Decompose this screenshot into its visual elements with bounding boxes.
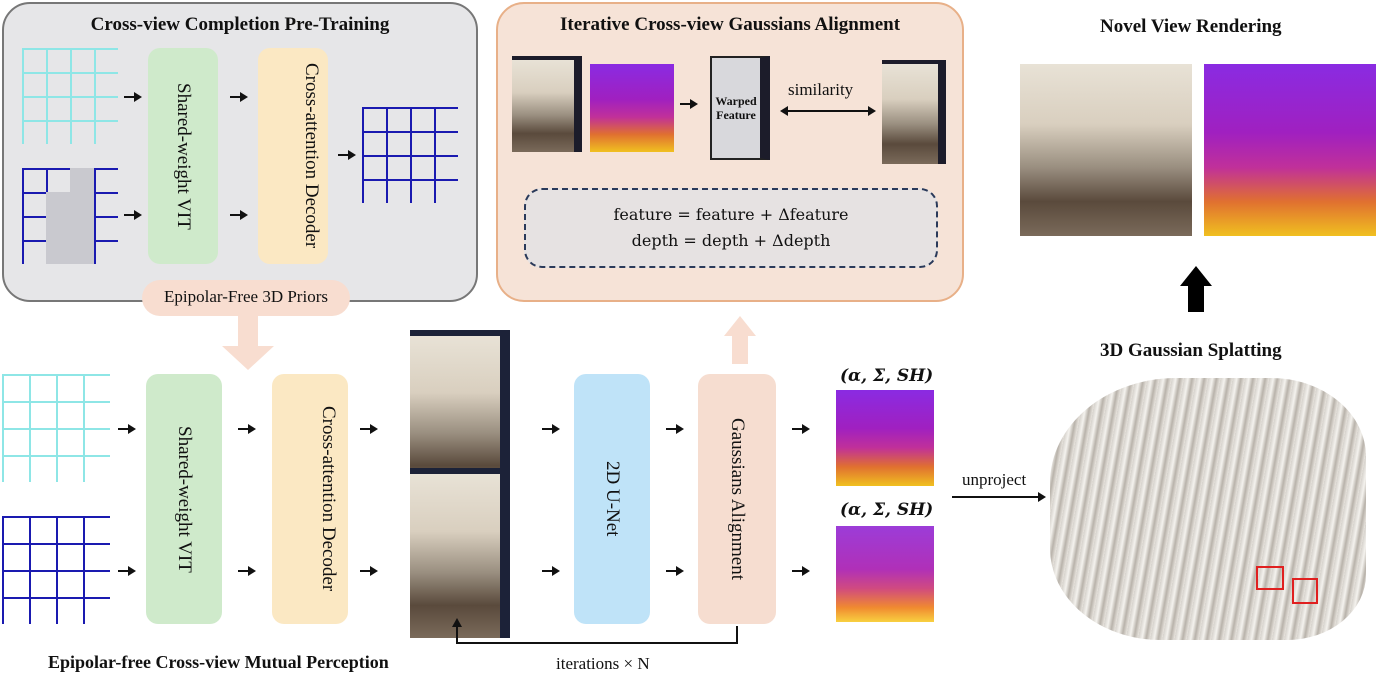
mp-encoder: Shared-weight VIT [146, 374, 222, 624]
gaussian-params-label-2: (α, Σ, SH) [840, 500, 934, 520]
alignment-up-arrow-shaft [732, 336, 748, 364]
feature-update-equation: feature = feature + Δfeature [613, 205, 849, 224]
gaussians-alignment-block: Gaussians Alignment [698, 374, 776, 624]
arrow-mp-11 [792, 424, 810, 434]
novel-view-rgb [1020, 64, 1192, 236]
gaussian-params-label-1: (α, Σ, SH) [840, 366, 934, 386]
arrow-align-1 [680, 99, 698, 109]
similarity-label: similarity [788, 80, 854, 99]
arrow-mp-1 [118, 424, 136, 434]
depth-map-1 [590, 64, 674, 152]
input-view-1 [2, 374, 110, 482]
arrow-mp-8 [542, 566, 560, 576]
feature-map-1 [512, 56, 582, 152]
update-equations-box [524, 188, 938, 268]
iteration-loop-head [452, 618, 462, 627]
priors-badge [142, 280, 350, 316]
priors-label: Epipolar-Free 3D Priors [164, 287, 328, 306]
render-up-arrow-shaft [1188, 284, 1204, 312]
unproject-arrow [952, 492, 1046, 502]
gaussians-alignment-label: Gaussians Alignment [726, 417, 748, 581]
gaussian-highlight-box-1 [1256, 566, 1284, 590]
arrow-pt-1 [124, 92, 142, 102]
arrow-mp-9 [666, 424, 684, 434]
arrow-pt-5 [338, 150, 356, 160]
arrow-mp-5 [360, 424, 378, 434]
masked-input-image-2 [22, 168, 118, 264]
unet-block: 2D U-Net [574, 374, 650, 624]
arrow-mp-3 [238, 424, 256, 434]
unet-label: 2D U-Net [601, 461, 623, 537]
render-up-arrow-head [1180, 266, 1212, 286]
warped-feature-label: Warped Feature [715, 93, 757, 122]
arrow-mp-4 [238, 566, 256, 576]
depth-update-equation: depth = depth + Δdepth [631, 231, 831, 250]
similarity-arrow-left-head [780, 106, 788, 116]
pretraining-decoder-label: Cross-attention Decoder [301, 63, 322, 249]
reconstructed-image [362, 107, 458, 203]
pretraining-encoder-label: Shared-weight VIT [172, 82, 194, 230]
arrow-pt-3 [230, 92, 248, 102]
arrow-mp-12 [792, 566, 810, 576]
pretraining-decoder: Cross-attention Decoder [258, 48, 328, 264]
priors-arrow-shaft [238, 316, 258, 348]
arrow-mp-7 [542, 424, 560, 434]
arrow-pt-2 [124, 210, 142, 220]
pretraining-title: Cross-view Completion Pre-Training [90, 14, 390, 35]
arrow-mp-10 [666, 566, 684, 576]
splatting-title: 3D Gaussian Splatting [1100, 340, 1282, 361]
priors-arrow-head [222, 346, 274, 370]
masked-input-image-1 [22, 48, 118, 144]
novel-view-title: Novel View Rendering [1100, 16, 1282, 37]
decoded-feature-2 [410, 468, 510, 638]
gaussian-highlight-box-2 [1292, 578, 1318, 604]
input-view-2 [2, 516, 110, 624]
arrow-pt-4 [230, 210, 248, 220]
gaussian-depth-map-1 [836, 390, 934, 486]
novel-view-depth [1204, 64, 1376, 236]
mp-decoder-label: Cross-attention Decoder [318, 406, 339, 592]
warped-feature-box: Warped Feature [710, 56, 770, 160]
mp-decoder: Cross-attention Decoder [272, 374, 348, 624]
similarity-arrow [782, 110, 872, 112]
similarity-arrow-right-head [868, 106, 876, 116]
alignment-title: Iterative Cross-view Gaussians Alignment [559, 14, 901, 35]
mp-encoder-label: Shared-weight VIT [173, 425, 195, 573]
iterations-label: iterations × N [556, 654, 650, 673]
gaussian-splatting-render [1050, 378, 1366, 640]
pretraining-encoder: Shared-weight VIT [148, 48, 218, 264]
feature-map-2 [882, 60, 946, 164]
arrow-mp-6 [360, 566, 378, 576]
mutual-perception-title: Epipolar-free Cross-view Mutual Percepti… [48, 652, 389, 672]
arrow-mp-2 [118, 566, 136, 576]
unproject-label: unproject [962, 470, 1027, 489]
iteration-loop-line [456, 626, 738, 644]
alignment-up-arrow-head [724, 316, 756, 336]
gaussian-depth-map-2 [836, 526, 934, 622]
